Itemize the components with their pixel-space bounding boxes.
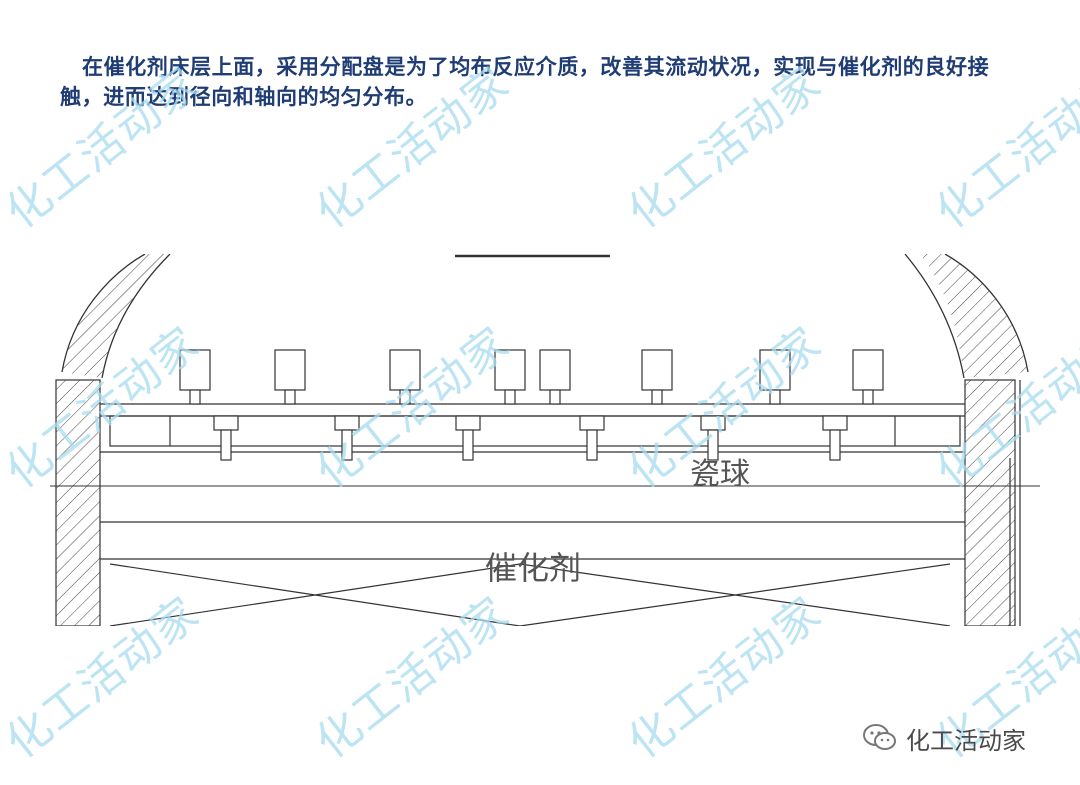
bubble-cap xyxy=(852,349,884,405)
catalyst-label: 催化剂 xyxy=(485,549,581,587)
right-dome-hatch xyxy=(920,254,1028,378)
ceramic-balls-label: 瓷球 xyxy=(690,457,750,492)
account-name: 化工活动家 xyxy=(906,726,1026,755)
left-dome-hatch xyxy=(62,254,170,378)
caption-text: 在催化剂床层上面，采用分配盘是为了均布反应介质，改善其流动状况，实现与催化剂的良… xyxy=(60,55,990,109)
tray-bolt xyxy=(579,415,605,461)
account-badge: 化工活动家 xyxy=(862,718,1026,758)
bubble-cap xyxy=(759,349,791,405)
bubble-cap xyxy=(494,349,526,405)
support-ring xyxy=(109,415,961,447)
tray-bolt xyxy=(334,415,360,461)
right-shell-arc-inner xyxy=(904,254,965,379)
tray-bolt xyxy=(213,415,239,461)
tray-bolt xyxy=(455,415,481,461)
bubble-cap xyxy=(641,349,673,405)
bubble-cap xyxy=(274,349,306,405)
distributor-tray-drawing: 瓷球 催化剂 xyxy=(50,254,1040,626)
wechat-icon xyxy=(863,724,896,750)
bubble-cap xyxy=(539,349,571,405)
bubble-cap xyxy=(179,349,211,405)
left-wall xyxy=(55,379,101,626)
left-shell-arc-inner xyxy=(101,254,171,379)
tray-bolt xyxy=(700,415,726,461)
bubble-cap xyxy=(389,349,421,405)
tray-bolt xyxy=(822,415,848,461)
right-wall xyxy=(964,379,1016,626)
